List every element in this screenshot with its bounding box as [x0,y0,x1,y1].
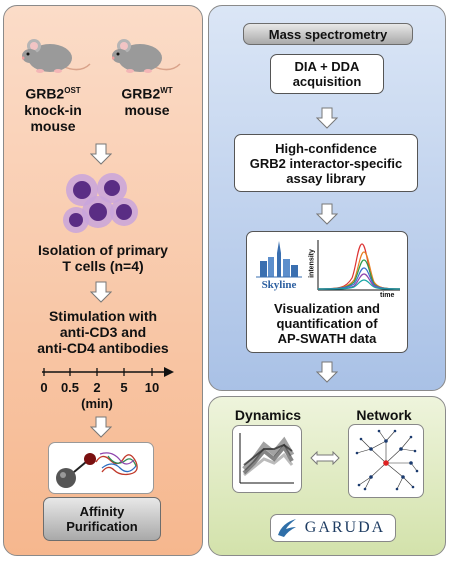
down-arrow-icon [90,143,112,165]
skyline-logo-icon [254,239,304,291]
garuda-logo-box [270,514,396,542]
double-arrow-icon [310,451,340,465]
down-arrow-icon [316,107,338,129]
timeline-tick: 2 [93,380,101,395]
t-cells-illustration [63,173,138,233]
down-arrow-icon [90,416,112,438]
timeline-axis [42,367,174,377]
mouse-icon-left [22,39,91,73]
down-arrow-icon [316,361,338,383]
chromatogram-plot [317,240,401,291]
down-arrow-icon [316,203,338,225]
isolation-label: Isolation of primary T cells (n=4) [38,242,168,274]
mouse-icon-right [112,39,181,73]
stimulation-label: Stimulation with anti-CD3 and anti-CD4 a… [37,308,169,356]
timeline-tick: 0.5 [60,380,80,395]
timeline-tick: 0 [40,380,48,395]
down-arrow-icon [90,281,112,303]
mouse-label-left: GRB2OST knock-in mouse [24,85,82,134]
mass-spectrometry-header: Mass spectrometry [243,23,413,45]
timeline-unit: (min) [81,396,113,411]
network-label: Network [356,407,412,423]
garuda-bird-icon [278,519,296,537]
network-graph [355,429,419,491]
affinity-bead-icon [56,452,138,488]
garuda-label: GARUDA [304,519,386,536]
timeline-tick: 10 [144,380,160,395]
timeline-tick: 5 [120,380,128,395]
plot-xlabel: time [380,292,395,299]
dynamics-plot [239,433,295,484]
mouse-label-right: GRB2WT mouse [121,85,173,118]
dynamics-label: Dynamics [234,407,302,423]
plot-ylabel: intensity [308,249,316,278]
skyline-label: Skyline [261,279,297,291]
